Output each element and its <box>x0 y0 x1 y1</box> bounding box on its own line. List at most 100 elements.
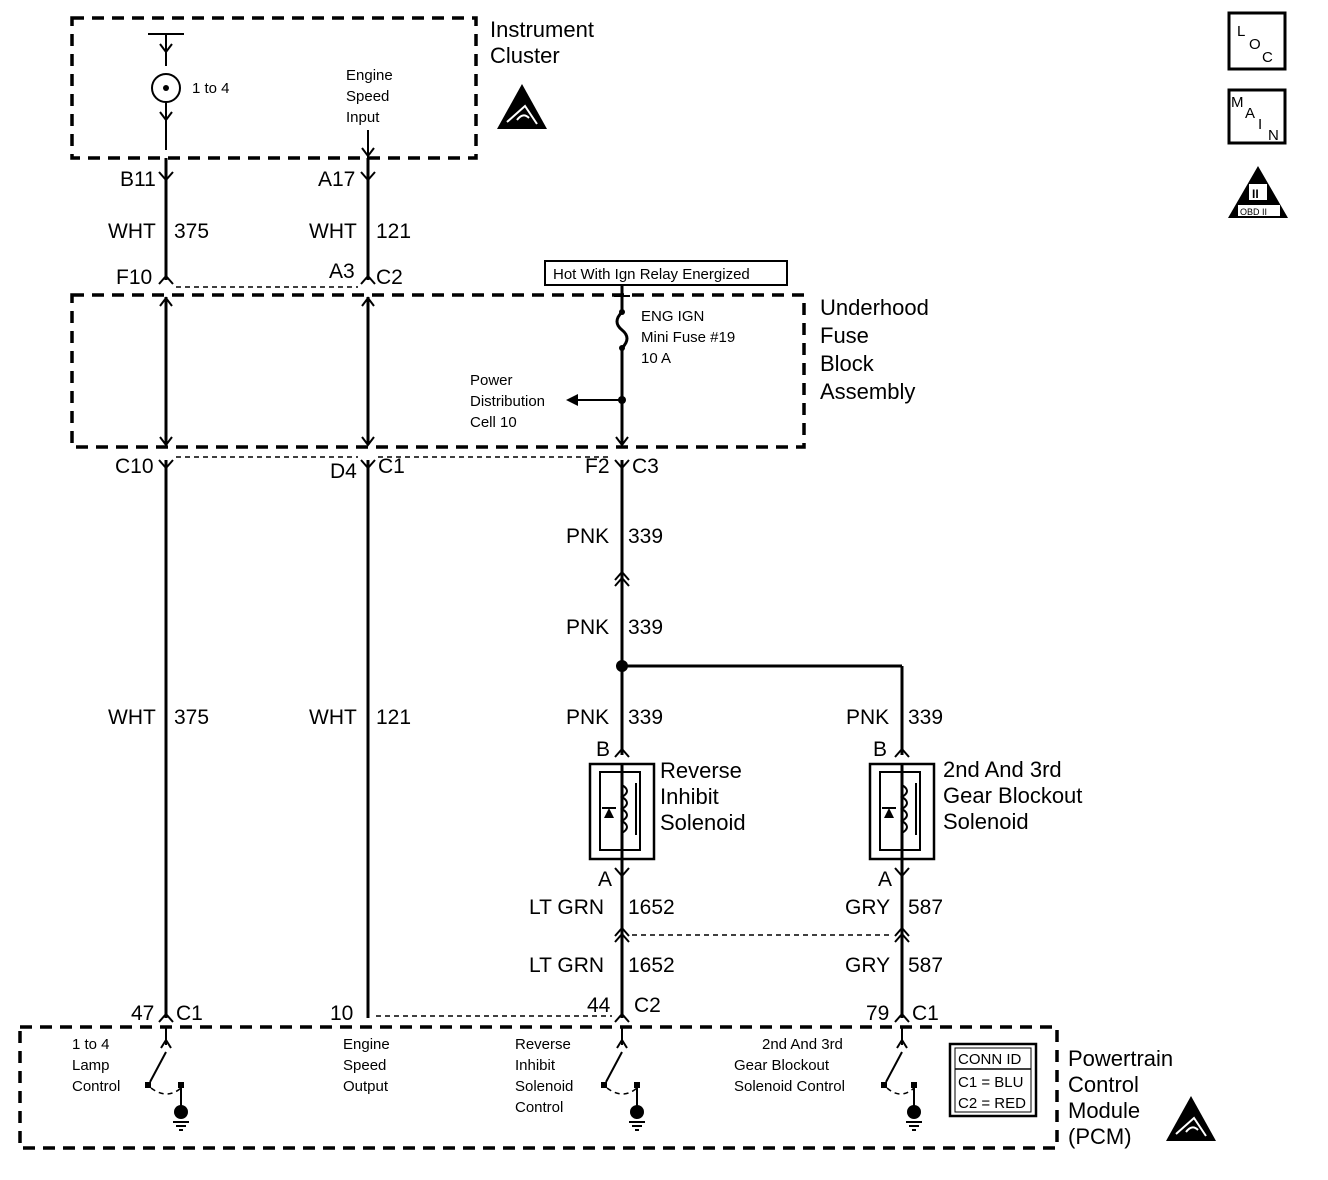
reverse-solenoid-label-3: Solenoid <box>660 810 746 835</box>
pcm-label-2: Control <box>1068 1072 1139 1097</box>
pin-10: 10 <box>330 1002 353 1025</box>
instrument-cluster-label-2: Cluster <box>490 43 560 68</box>
connector-terminal-icon <box>614 747 630 758</box>
wire-color-label: PNK <box>846 706 889 729</box>
inline-connector-icon <box>614 926 630 937</box>
wire-number-label: 339 <box>628 616 663 639</box>
connector-c10: C10 <box>115 455 154 478</box>
wire-color-label: WHT <box>108 220 156 243</box>
wire-number-label: 587 <box>908 954 943 977</box>
low-side-driver-icon <box>601 1027 645 1131</box>
connector-c1: C1 <box>912 1002 939 1025</box>
wire-color-label: PNK <box>566 616 609 639</box>
connector-c2: C2 <box>634 994 661 1017</box>
wire-number-label: 375 <box>174 706 209 729</box>
engine-speed-input-2: Speed <box>346 88 389 105</box>
connector-terminal-icon <box>614 459 630 470</box>
wire-number-label: 121 <box>376 706 411 729</box>
connector-c1: C1 <box>176 1002 203 1025</box>
fuse-label-3: 10 A <box>641 350 671 367</box>
engine-speed-input-1: Engine <box>346 67 393 84</box>
inline-connector-icon <box>614 932 630 943</box>
connector-terminal-icon <box>360 459 376 470</box>
connector-c3: C3 <box>632 455 659 478</box>
connector-terminal-icon <box>158 171 174 182</box>
pcm-circuit-2-label-2: Speed <box>343 1057 386 1074</box>
arrow-down-icon <box>361 436 375 447</box>
connector-terminal-icon <box>614 867 630 878</box>
pcm-label-1: Powertrain <box>1068 1046 1173 1071</box>
inline-connector-icon <box>894 932 910 943</box>
pcm-circuit-1-label-1: 1 to 4 <box>72 1036 110 1053</box>
low-side-driver-icon <box>145 1027 189 1131</box>
connector-terminal-icon <box>360 274 376 285</box>
inline-connector-icon <box>614 570 630 581</box>
connector-a17: A17 <box>318 168 355 191</box>
fuse-label-2: Mini Fuse #19 <box>641 329 735 346</box>
wire-number-label: 339 <box>628 525 663 548</box>
wire-number-label: 121 <box>376 220 411 243</box>
instrument-cluster-label-1: Instrument <box>490 17 594 42</box>
cluster-power-tap <box>148 33 184 66</box>
wire-color-label: LT GRN <box>529 896 604 919</box>
connector-terminal-icon <box>158 459 174 470</box>
fuse-block-label-1: Underhood <box>820 295 929 320</box>
solenoid-coil-icon <box>879 764 921 859</box>
wire-color-label: LT GRN <box>529 954 604 977</box>
wire-number-label: 339 <box>908 706 943 729</box>
pcm-label-4: (PCM) <box>1068 1124 1132 1149</box>
connector-terminal-icon <box>360 171 376 182</box>
reverse-solenoid-label-1: Reverse <box>660 758 742 783</box>
arrow-down-icon <box>361 147 375 158</box>
pcm-circuit-4-label-3: Solenoid Control <box>734 1078 845 1095</box>
pcm-circuit-2-label-3: Output <box>343 1078 389 1095</box>
engine-speed-input-3: Input <box>346 109 380 126</box>
inline-connector-icon <box>894 926 910 937</box>
svg-text:O: O <box>1249 36 1261 53</box>
pin-a: A <box>598 868 612 891</box>
wire-number-label: 1652 <box>628 954 675 977</box>
arrow-up-icon <box>159 296 173 307</box>
fuse-block-box <box>70 293 806 449</box>
connector-d4: D4 <box>330 460 357 483</box>
pcm-circuit-3-label-3: Solenoid <box>515 1078 573 1095</box>
obd-ii-badge-icon: II OBD II <box>1228 166 1288 218</box>
hot-label: Hot With Ign Relay Energized <box>553 266 750 283</box>
fuse-terminal <box>619 309 625 315</box>
conn-id-title: CONN ID <box>958 1051 1022 1068</box>
chevron-down-icon <box>159 111 173 122</box>
gauge-label: 1 to 4 <box>192 80 230 97</box>
svg-text:C: C <box>1262 49 1273 66</box>
fuse-label-1: ENG IGN <box>641 308 704 325</box>
connector-terminal-icon <box>894 867 910 878</box>
pcm-circuit-4-label-1: 2nd And 3rd <box>762 1036 843 1053</box>
fuse-block-label-4: Assembly <box>820 379 915 404</box>
power-dist-2: Distribution <box>470 393 545 410</box>
inline-connector-icon <box>614 576 630 587</box>
main-badge-icon: M A I N <box>1227 88 1287 145</box>
arrow-left-icon <box>566 394 578 406</box>
esd-warning-icon <box>497 84 547 129</box>
pin-47: 47 <box>131 1002 154 1025</box>
connector-f2: F2 <box>585 455 610 478</box>
arrow-up-icon <box>361 296 375 307</box>
pin-44: 44 <box>587 994 611 1017</box>
wire-number-label: 375 <box>174 220 209 243</box>
pcm-circuit-1-label-3: Control <box>72 1078 120 1095</box>
pcm-circuit-3-label-1: Reverse <box>515 1036 571 1053</box>
wire-number-label: 587 <box>908 896 943 919</box>
svg-text:A: A <box>1245 105 1255 122</box>
reverse-solenoid-label-2: Inhibit <box>660 784 719 809</box>
pcm-circuit-3-label-4: Control <box>515 1099 563 1116</box>
gear-solenoid-label-1: 2nd And 3rd <box>943 757 1062 782</box>
connector-c1: C1 <box>378 455 405 478</box>
arrow-down-icon <box>159 436 173 447</box>
wire-color-label: GRY <box>845 954 890 977</box>
gear-solenoid-label-3: Solenoid <box>943 809 1029 834</box>
instrument-cluster-box <box>70 16 478 160</box>
esd-warning-icon <box>1166 1096 1216 1141</box>
svg-text:N: N <box>1268 127 1279 144</box>
conn-id-table <box>948 1042 1038 1118</box>
pcm-circuit-3-label-2: Inhibit <box>515 1057 556 1074</box>
